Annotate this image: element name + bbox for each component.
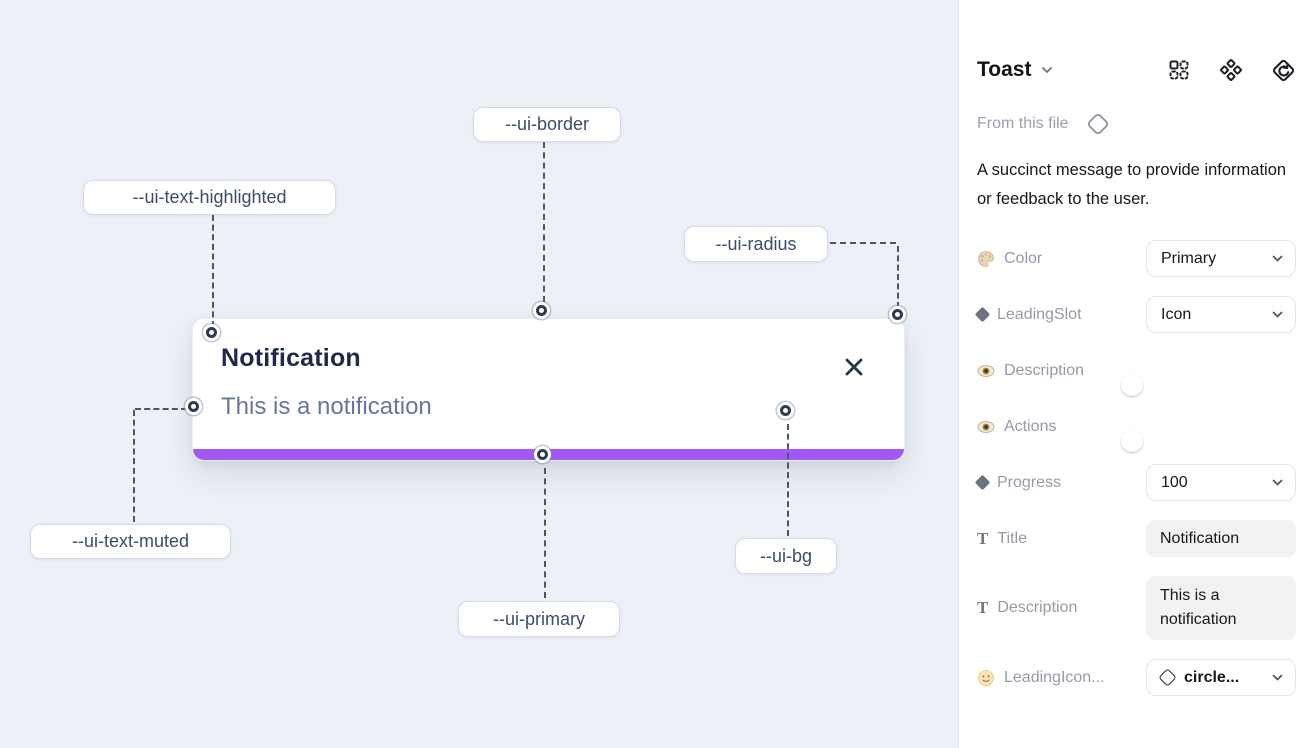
toast-description: This is a notification — [221, 393, 432, 420]
prop-label-leadingicon: LeadingIcon... — [1004, 668, 1105, 686]
panel-header: Toast — [977, 57, 1296, 83]
toast-title: Notification — [221, 344, 361, 372]
progress-dropdown[interactable]: 100 — [1146, 464, 1296, 501]
leadingicon-dropdown-value: circle... — [1184, 668, 1240, 686]
prop-label-color: Color — [1004, 249, 1043, 267]
prop-row-actions-toggle: Actions — [977, 408, 1296, 452]
instance-swap-icon[interactable] — [1270, 57, 1296, 83]
prop-label-leadingslot: LeadingSlot — [997, 305, 1082, 323]
eye-icon — [977, 418, 995, 436]
leadingslot-dropdown[interactable]: Icon — [1146, 296, 1296, 333]
prop-row-description-text: T Description This is a notification — [977, 576, 1296, 640]
source-label: From this file — [977, 115, 1069, 132]
connector-ui-text-muted-v — [133, 410, 135, 522]
source-row: From this file — [977, 109, 1296, 139]
prop-label-progress: Progress — [997, 473, 1062, 491]
property-rows: Color Primary LeadingSlot Icon — [974, 240, 1296, 696]
properties-panel: Toast — [958, 0, 1312, 748]
component-icon[interactable] — [1218, 57, 1244, 83]
diamond-outline-icon — [1158, 668, 1177, 687]
connector-ui-text-highlighted — [212, 215, 214, 327]
color-dropdown-value: Primary — [1161, 249, 1217, 267]
connector-ui-primary — [544, 468, 546, 598]
prop-label-actions-toggle: Actions — [1004, 417, 1057, 435]
chevron-down-icon[interactable] — [1041, 66, 1053, 74]
component-description: A succinct message to provide informatio… — [977, 161, 1287, 208]
chevron-down-icon — [1272, 255, 1283, 262]
connector-ui-border — [543, 142, 545, 302]
toast-component[interactable]: Notification This is a notification — [192, 318, 905, 461]
close-icon[interactable] — [842, 355, 866, 379]
variable-pill-ui-text-muted[interactable]: --ui-text-muted — [30, 524, 231, 559]
palette-icon — [977, 250, 995, 268]
color-dropdown[interactable]: Primary — [1146, 240, 1296, 277]
apply-variant-grid-icon[interactable] — [1166, 57, 1192, 83]
design-canvas[interactable]: Notification This is a notification --ui… — [0, 0, 958, 748]
prop-label-description-text: Description — [997, 599, 1078, 616]
chevron-down-icon — [1272, 479, 1283, 486]
prop-row-color: Color Primary — [977, 240, 1296, 277]
leadingslot-dropdown-value: Icon — [1161, 305, 1192, 323]
chevron-down-icon — [1272, 311, 1283, 318]
chevron-down-icon — [1272, 674, 1283, 681]
variable-pill-ui-text-highlighted[interactable]: --ui-text-highlighted — [83, 180, 336, 215]
variable-pill-ui-border[interactable]: --ui-border — [473, 107, 621, 142]
title-input[interactable]: Notification — [1146, 520, 1296, 557]
connector-ui-bg — [787, 424, 789, 536]
eye-icon — [977, 362, 995, 380]
toast-progress-bar — [193, 449, 904, 460]
variable-pill-ui-bg[interactable]: --ui-bg — [735, 538, 837, 574]
anchor-dot-bg[interactable] — [780, 405, 791, 416]
prop-label-description-toggle: Description — [1004, 361, 1085, 379]
prop-row-leadingicon: LeadingIcon... circle... — [977, 659, 1296, 696]
text-style-icon: T — [977, 528, 989, 548]
anchor-dot-primary[interactable] — [537, 449, 548, 460]
smiley-icon — [977, 669, 995, 687]
prop-label-title: Title — [997, 529, 1027, 547]
diamond-filled-icon — [974, 306, 991, 323]
progress-dropdown-value: 100 — [1161, 473, 1188, 491]
text-style-icon: T — [977, 598, 989, 617]
anchor-dot-text-highlighted[interactable] — [206, 327, 217, 338]
diamond-filled-icon — [974, 474, 991, 491]
component-title[interactable]: Toast — [977, 58, 1032, 81]
diamond-outline-icon — [1083, 109, 1113, 139]
prop-row-leadingslot: LeadingSlot Icon — [974, 296, 1296, 333]
connector-ui-text-muted-h — [135, 408, 187, 410]
connector-ui-radius-v — [897, 246, 899, 308]
anchor-dot-text-muted[interactable] — [188, 401, 199, 412]
prop-row-description-toggle: Description — [977, 352, 1296, 396]
variable-pill-ui-radius[interactable]: --ui-radius — [684, 226, 828, 262]
description-input[interactable]: This is a notification — [1146, 576, 1296, 640]
variable-pill-ui-primary[interactable]: --ui-primary — [458, 601, 620, 637]
anchor-dot-radius[interactable] — [892, 309, 903, 320]
prop-row-progress: Progress 100 — [974, 464, 1296, 501]
connector-ui-radius-h — [830, 242, 896, 244]
prop-row-title: T Title Notification — [977, 520, 1296, 557]
leadingicon-dropdown[interactable]: circle... — [1146, 659, 1296, 696]
anchor-dot-border[interactable] — [536, 305, 547, 316]
